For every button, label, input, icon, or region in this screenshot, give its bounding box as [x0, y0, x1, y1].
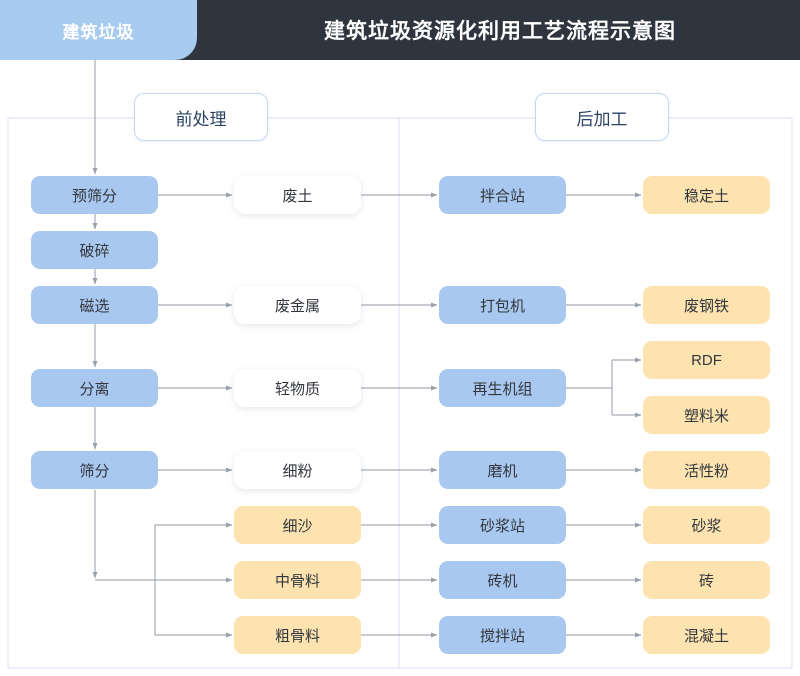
node-label: 稳定土 [683, 187, 729, 205]
node-label: 砂浆站 [479, 517, 525, 535]
node-label: 预筛分 [71, 187, 117, 205]
node-plasticP[interactable]: 塑料米 [643, 396, 770, 434]
node-label: 砂浆 [691, 517, 722, 535]
node-finePowder[interactable]: 细粉 [234, 451, 361, 489]
node-mortar[interactable]: 砂浆 [643, 506, 770, 544]
phase-label-post: 后加工 [535, 93, 669, 141]
node-label: 筛分 [79, 462, 110, 480]
node-label: 分离 [79, 380, 110, 398]
node-concrete[interactable]: 混凝土 [643, 616, 770, 654]
node-crush[interactable]: 破碎 [31, 231, 158, 269]
node-label: 再生机组 [472, 380, 533, 398]
phase-label-text: 后加工 [576, 109, 628, 129]
node-label: 细粉 [282, 462, 313, 480]
node-label: 打包机 [479, 297, 525, 315]
node-baler[interactable]: 打包机 [439, 286, 566, 324]
node-label: 砖机 [487, 572, 518, 590]
node-concreteSt[interactable]: 搅拌站 [439, 616, 566, 654]
node-label: 混凝土 [683, 627, 729, 645]
phase-label-pre: 前处理 [134, 93, 268, 141]
node-screen[interactable]: 筛分 [31, 451, 158, 489]
diagram-panel: 前处理 后加工 预筛分破碎磁选分离筛分 废土废金属轻物质细粉细沙中骨料粗骨料 拌合站… [0, 60, 800, 676]
node-lightMat[interactable]: 轻物质 [234, 369, 361, 407]
node-scrapSteel[interactable]: 废钢铁 [643, 286, 770, 324]
node-label: 轻物质 [274, 380, 320, 398]
node-label: 破碎 [79, 242, 110, 260]
node-mortarSt[interactable]: 砂浆站 [439, 506, 566, 544]
node-label: 废土 [282, 187, 313, 205]
connector-layer [7, 60, 793, 669]
node-label: 中骨料 [274, 572, 320, 590]
flow-arrows [92, 60, 642, 638]
node-mixStation[interactable]: 拌合站 [439, 176, 566, 214]
node-label: 磨机 [487, 462, 518, 480]
node-stableSoil[interactable]: 稳定土 [643, 176, 770, 214]
node-rdf[interactable]: RDF [643, 341, 770, 379]
node-label: 拌合站 [479, 187, 525, 205]
node-label: 砖 [698, 572, 714, 590]
node-activePow[interactable]: 活性粉 [643, 451, 770, 489]
node-label: RDF [691, 351, 722, 369]
node-magnetic[interactable]: 磁选 [31, 286, 158, 324]
node-label: 粗骨料 [274, 627, 320, 645]
node-label: 磁选 [79, 297, 110, 315]
node-label: 塑料米 [683, 407, 729, 425]
node-separate[interactable]: 分离 [31, 369, 158, 407]
phase-label-text: 前处理 [175, 109, 227, 129]
node-coarseAgg[interactable]: 粗骨料 [234, 616, 361, 654]
node-label: 活性粉 [683, 462, 729, 480]
node-label: 废钢铁 [683, 297, 729, 315]
node-regenUnit[interactable]: 再生机组 [439, 369, 566, 407]
node-brickM[interactable]: 砖机 [439, 561, 566, 599]
node-fineSand[interactable]: 细沙 [234, 506, 361, 544]
node-label: 搅拌站 [479, 627, 525, 645]
node-preScreen[interactable]: 预筛分 [31, 176, 158, 214]
node-mill[interactable]: 磨机 [439, 451, 566, 489]
node-label: 废金属 [274, 297, 320, 315]
node-wasteSoil[interactable]: 废土 [234, 176, 361, 214]
node-wasteMetal[interactable]: 废金属 [234, 286, 361, 324]
page-title: 建筑垃圾资源化利用工艺流程示意图 [324, 20, 676, 43]
node-brick[interactable]: 砖 [643, 561, 770, 599]
node-label: 细沙 [282, 517, 313, 535]
source-material-tab[interactable]: 建筑垃圾 [0, 0, 197, 60]
node-midAgg[interactable]: 中骨料 [234, 561, 361, 599]
flow-joints [566, 360, 613, 415]
